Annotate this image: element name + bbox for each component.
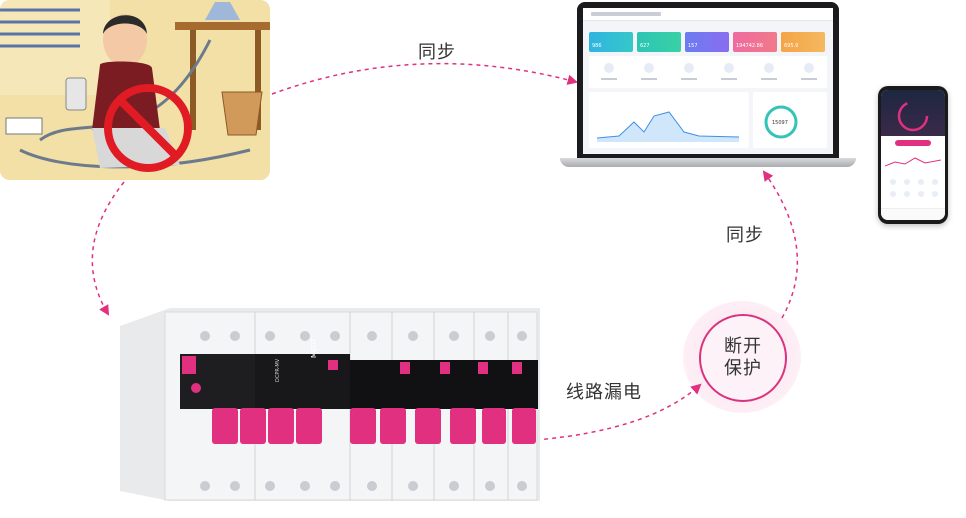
kpi-card-2: 627 <box>637 32 681 52</box>
dashboard-header <box>583 8 833 21</box>
kpi-card-3: 157 <box>685 32 729 52</box>
arrow-protect-to-laptop <box>762 170 799 319</box>
breaker-brand: MEGT <box>310 338 318 358</box>
dashboard-screen: 986 627 157 194742.86 695.9 <box>583 8 833 154</box>
phone-tabbar <box>881 208 945 220</box>
phone-icons <box>885 176 941 202</box>
phone-pill <box>895 140 931 146</box>
laptop-base <box>560 158 856 167</box>
sync-label-top: 同步 <box>418 42 456 63</box>
smartphone <box>878 86 948 224</box>
protect-node: 断开 保护 <box>683 301 801 413</box>
leakage-label: 线路漏电 <box>566 382 642 403</box>
laptop: 986 627 157 194742.86 695.9 <box>577 2 839 160</box>
protect-circle: 断开 保护 <box>699 314 787 402</box>
breaker-model: DCPR-MV <box>275 358 281 382</box>
phone-screen <box>881 90 945 220</box>
arrow-cartoon-to-laptop <box>271 62 579 95</box>
kpi-value-2: 627 <box>640 43 650 49</box>
sync-label-right: 同步 <box>726 225 764 246</box>
kpi-value-1: 986 <box>592 43 602 49</box>
phone-gauge <box>897 100 929 132</box>
protect-text-line2: 保护 <box>724 358 762 379</box>
kpi-card-1: 986 <box>589 32 633 52</box>
phone-header <box>881 90 945 136</box>
trend-chart <box>596 111 740 142</box>
kpi-value-3: 157 <box>688 43 698 49</box>
breaker-illustration <box>120 308 540 501</box>
cartoon-panel <box>0 0 270 180</box>
trend-chart-panel <box>589 92 749 148</box>
donut-panel: 15097 <box>753 92 827 148</box>
stats-icons <box>601 63 817 80</box>
cartoon-illustration <box>0 0 270 180</box>
arrow-cartoon-to-breaker <box>91 181 125 316</box>
kpi-card-4: 194742.86 <box>733 32 777 52</box>
dashboard-title-bar <box>591 12 661 16</box>
kpi-value-5: 695.9 <box>784 43 799 49</box>
kpi-value-4: 194742.86 <box>736 43 764 49</box>
breaker-assembly: MEGT DCPR-MV <box>110 296 550 514</box>
protect-text-line1: 断开 <box>724 336 762 357</box>
donut-value: 15097 <box>772 120 788 126</box>
phone-chart <box>884 152 942 172</box>
stats-panel <box>589 56 827 88</box>
kpi-card-5: 695.9 <box>781 32 825 52</box>
donut-chart <box>764 105 798 139</box>
